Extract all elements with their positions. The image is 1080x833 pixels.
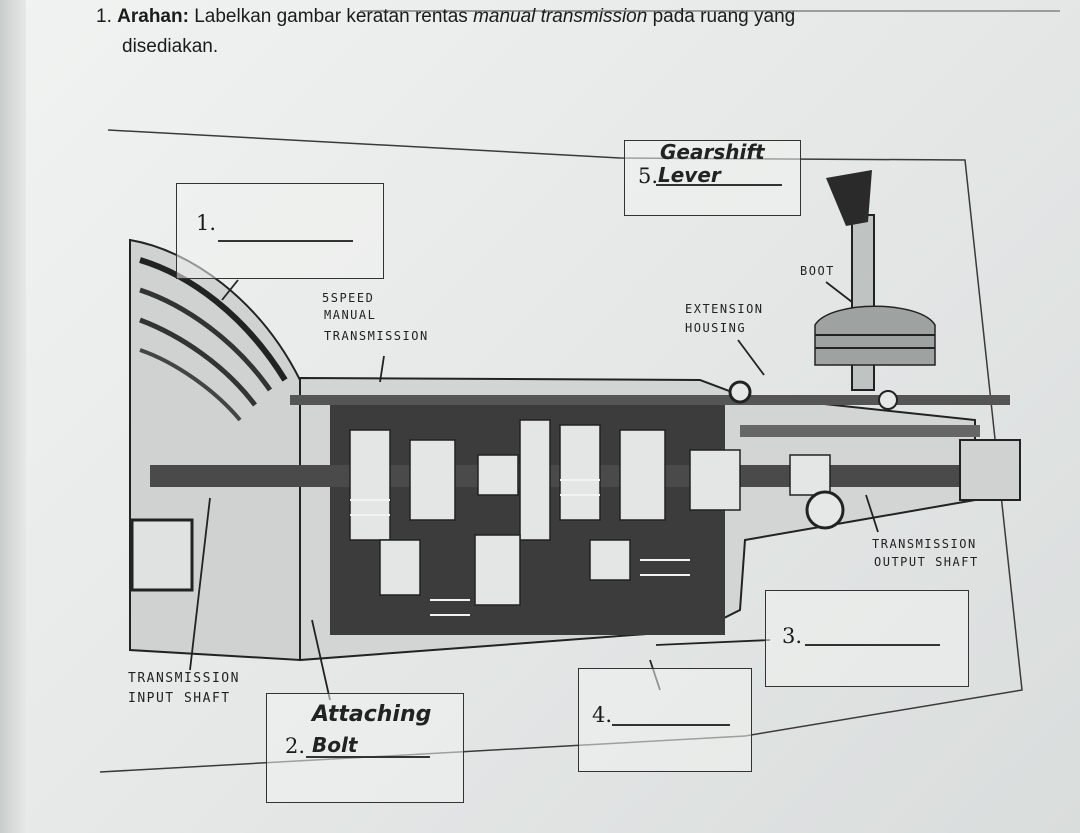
label-output-1: TRANSMISSION <box>872 537 977 551</box>
answer-4-blank[interactable] <box>612 724 730 726</box>
answer-box-3 <box>765 590 969 687</box>
answer-5-text: Lever <box>658 163 721 187</box>
label-transmission: TRANSMISSION <box>324 329 429 343</box>
label-extension: EXTENSION <box>685 302 764 316</box>
instruction-line2: disediakan. <box>122 36 219 57</box>
instruction-text-a: Labelkan gambar keratan rentas <box>188 6 474 27</box>
answer-1-number: 1. <box>196 211 217 235</box>
answer-3-number: 3. <box>782 624 803 648</box>
answer-2-number: 2. <box>285 734 306 758</box>
label-input-2: INPUT SHAFT <box>128 691 231 706</box>
answer-box-1 <box>176 183 384 279</box>
instruction-term: manual transmission <box>473 6 648 27</box>
top-rule <box>360 10 1060 12</box>
answer-2-blank[interactable] <box>306 756 430 758</box>
label-output-2: OUTPUT SHAFT <box>874 555 979 569</box>
label-manual: MANUAL <box>324 308 377 322</box>
label-5speed: 5SPEED <box>322 291 375 305</box>
answer-box-2 <box>266 693 464 803</box>
answer-2-text: Bolt <box>312 733 358 757</box>
answer-box-5 <box>624 140 801 216</box>
label-input-1: TRANSMISSION <box>128 671 240 686</box>
answer-2-above: Attaching <box>312 702 432 727</box>
answer-3-blank[interactable] <box>805 644 940 646</box>
answer-box-4 <box>578 668 752 772</box>
instruction-lead: Arahan: <box>117 6 189 27</box>
answer-1-blank[interactable] <box>218 240 353 242</box>
instruction-text-b: pada ruang yang <box>647 6 796 27</box>
answer-5-number: 5. <box>638 164 659 188</box>
answer-5-above: Gearshift <box>660 140 765 164</box>
answer-4-number: 4. <box>592 703 613 727</box>
label-housing: HOUSING <box>685 321 747 335</box>
answer-5-blank[interactable] <box>656 184 782 186</box>
instruction: 1. Arahan: Labelkan gambar keratan renta… <box>96 2 1036 62</box>
question-number: 1. <box>96 6 112 27</box>
page-spine-shadow <box>0 0 26 833</box>
label-boot: BOOT <box>800 264 835 278</box>
